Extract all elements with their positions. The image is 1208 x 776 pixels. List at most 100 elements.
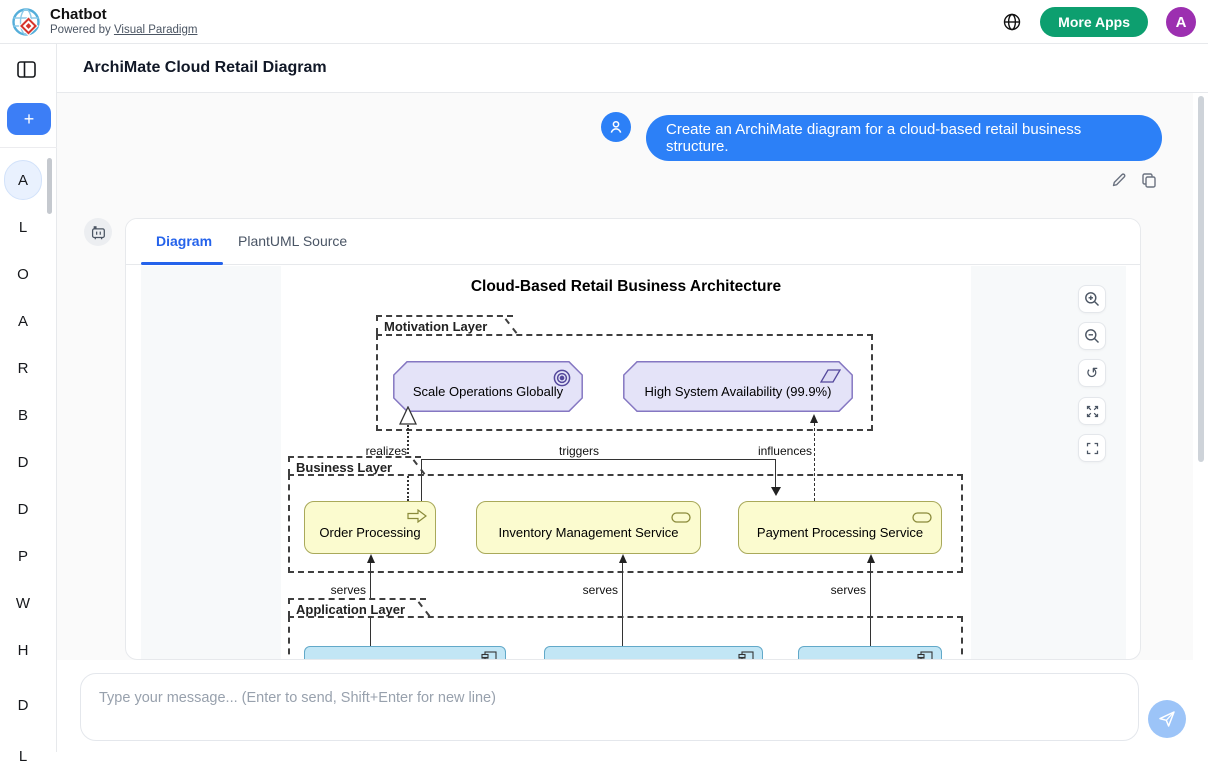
fit-view-button[interactable] bbox=[1078, 397, 1106, 425]
user-message-bubble: Create an ArchiMate diagram for a cloud-… bbox=[646, 115, 1162, 161]
sidebar-item-conversation-4[interactable]: R bbox=[17, 359, 29, 377]
diagram-node-application-2 bbox=[544, 646, 763, 659]
chat-scroll-area: Create an ArchiMate diagram for a cloud-… bbox=[57, 93, 1208, 660]
sidebar-item-conversation-9[interactable]: W bbox=[15, 594, 31, 612]
service-icon bbox=[671, 510, 691, 528]
serves-edge-label: serves bbox=[812, 584, 866, 597]
triggers-edge-line bbox=[421, 459, 422, 501]
sidebar-item-conversation-2[interactable]: O bbox=[17, 265, 29, 283]
robot-icon bbox=[91, 225, 105, 239]
triggers-edge-label: triggers bbox=[549, 445, 609, 458]
component-icon bbox=[917, 651, 933, 659]
sidebar-item-conversation-6[interactable]: D bbox=[17, 453, 29, 471]
serves-edge-label: serves bbox=[312, 584, 366, 597]
diagram-node-outcome: High System Availability (99.9%) bbox=[623, 361, 853, 412]
sidebar-item-conversation-10[interactable]: H bbox=[17, 641, 29, 659]
node-label: High System Availability (99.9%) bbox=[644, 384, 832, 399]
bot-avatar bbox=[84, 218, 112, 246]
sidebar-divider bbox=[0, 147, 57, 148]
reset-view-button[interactable]: ↺ bbox=[1078, 359, 1106, 387]
diagram-node-payment-service: Payment Processing Service bbox=[738, 501, 942, 554]
serves-arrowhead bbox=[866, 554, 875, 563]
powered-by: Powered by Visual Paradigm bbox=[50, 24, 198, 36]
chat-scrollbar[interactable] bbox=[1198, 96, 1204, 462]
person-icon bbox=[610, 120, 622, 133]
visual-paradigm-logo-icon bbox=[11, 7, 43, 39]
node-label: Order Processing bbox=[319, 525, 421, 540]
app-header: Chatbot Powered by Visual Paradigm More … bbox=[0, 0, 1208, 44]
realization-triangle-arrowhead bbox=[398, 405, 418, 430]
send-button[interactable] bbox=[1148, 700, 1186, 738]
bot-response-card: Diagram PlantUML Source Cloud-Based Reta… bbox=[125, 218, 1141, 660]
process-icon bbox=[407, 508, 427, 528]
sidebar-item-conversation-5[interactable]: B bbox=[17, 406, 28, 424]
influences-edge-label: influences bbox=[736, 445, 812, 458]
page-title: ArchiMate Cloud Retail Diagram bbox=[83, 59, 327, 76]
sidebar-item-conversation-11[interactable]: D bbox=[17, 696, 29, 714]
user-message-avatar bbox=[601, 112, 631, 142]
app-title: Chatbot bbox=[50, 6, 107, 23]
serves-arrowhead bbox=[618, 554, 627, 563]
reset-icon: ↺ bbox=[1085, 363, 1099, 382]
business-layer-group-label: Business Layer bbox=[288, 456, 426, 475]
copy-message-icon[interactable] bbox=[1140, 171, 1158, 189]
message-composer bbox=[57, 660, 1208, 752]
application-layer-group bbox=[288, 616, 963, 659]
triggers-edge-line bbox=[775, 459, 776, 488]
sidebar-item-conversation-7[interactable]: D bbox=[17, 500, 29, 518]
group-tab-slant bbox=[504, 318, 518, 334]
component-icon bbox=[738, 651, 754, 659]
sidebar-item-conversation-12[interactable]: L bbox=[18, 747, 28, 765]
zoom-in-button[interactable] bbox=[1078, 285, 1106, 313]
edit-message-icon[interactable] bbox=[1110, 171, 1128, 189]
triggers-edge-line bbox=[421, 459, 776, 460]
diagram-node-order-processing: Order Processing bbox=[304, 501, 436, 554]
conversation-titlebar: ArchiMate Cloud Retail Diagram bbox=[57, 44, 1208, 93]
group-tab-slant bbox=[412, 459, 426, 475]
goal-icon bbox=[553, 369, 571, 392]
application-layer-group-label: Application Layer bbox=[288, 598, 431, 617]
message-input[interactable] bbox=[80, 673, 1139, 741]
more-apps-button[interactable]: More Apps bbox=[1040, 7, 1148, 37]
diagram-title: Cloud-Based Retail Business Architecture bbox=[470, 278, 782, 295]
sidebar-item-conversation-8[interactable]: P bbox=[17, 547, 28, 565]
group-tab-slant bbox=[417, 601, 431, 617]
sidebar-toggle-icon[interactable] bbox=[17, 61, 39, 79]
conversation-sidebar: + A L O A R B D D P W H D L bbox=[0, 44, 57, 765]
fullscreen-corners-icon bbox=[1086, 442, 1098, 454]
sidebar-scrollbar[interactable] bbox=[47, 158, 52, 214]
expand-arrows-icon bbox=[1086, 405, 1098, 417]
motivation-layer-group-label: Motivation Layer bbox=[376, 315, 518, 334]
realizes-edge-label: realizes bbox=[331, 445, 407, 458]
service-icon bbox=[912, 510, 932, 528]
sidebar-item-conversation-3[interactable]: A bbox=[17, 312, 28, 330]
sidebar-item-conversation-1[interactable]: L bbox=[18, 218, 28, 236]
result-tabbar: Diagram PlantUML Source bbox=[126, 219, 1140, 265]
serves-edge-line bbox=[870, 563, 871, 647]
tab-diagram[interactable]: Diagram bbox=[156, 233, 213, 249]
serves-edge-label: serves bbox=[564, 584, 618, 597]
diagram-viewport[interactable]: Cloud-Based Retail Business Architecture… bbox=[141, 266, 1126, 659]
send-plane-icon bbox=[1159, 711, 1175, 727]
language-globe-icon[interactable] bbox=[1002, 12, 1022, 32]
serves-edge-line bbox=[622, 563, 623, 647]
motivation-layer-group bbox=[376, 334, 873, 431]
diagram-canvas: Cloud-Based Retail Business Architecture… bbox=[281, 266, 971, 659]
outcome-icon bbox=[819, 369, 842, 388]
node-label: Payment Processing Service bbox=[756, 525, 924, 540]
node-label: Inventory Management Service bbox=[498, 525, 679, 540]
new-chat-button[interactable]: + bbox=[7, 103, 51, 135]
fullscreen-button[interactable] bbox=[1078, 434, 1106, 462]
tab-plantuml-source[interactable]: PlantUML Source bbox=[238, 233, 348, 249]
zoom-out-button[interactable] bbox=[1078, 322, 1106, 350]
sidebar-item-conversation-0[interactable]: A bbox=[4, 160, 42, 200]
influences-arrowhead bbox=[810, 414, 818, 423]
node-label: Scale Operations Globally bbox=[412, 384, 564, 399]
diagram-node-application-3 bbox=[798, 646, 942, 659]
visual-paradigm-link[interactable]: Visual Paradigm bbox=[113, 24, 198, 36]
influences-edge-line bbox=[814, 423, 815, 501]
active-tab-underline bbox=[141, 262, 223, 265]
user-avatar-badge[interactable]: A bbox=[1166, 7, 1196, 37]
diagram-node-application-1 bbox=[304, 646, 506, 659]
triggers-arrowhead bbox=[771, 487, 781, 496]
